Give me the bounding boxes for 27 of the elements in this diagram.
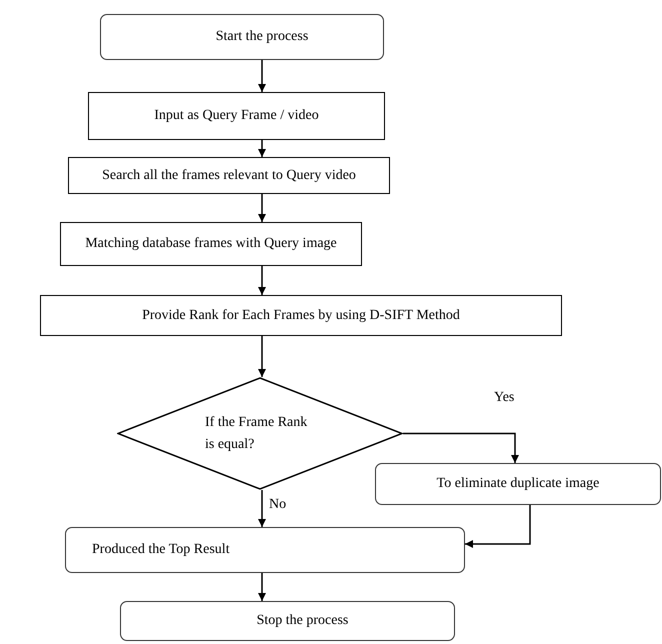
- process-box: [68, 157, 390, 194]
- decision-diamond: [117, 377, 403, 490]
- arrow: [258, 336, 266, 377]
- arrow: [258, 194, 266, 222]
- node-text: Input as Query Frame / video: [154, 108, 319, 124]
- process-box: [88, 92, 385, 140]
- arrow: [258, 266, 266, 295]
- arrow: [258, 140, 266, 157]
- arrow: [465, 505, 531, 548]
- arrow: [258, 60, 266, 92]
- process-box: [40, 295, 562, 336]
- arrow: [403, 432, 519, 463]
- arrow: [258, 573, 266, 601]
- terminal-box: [65, 527, 465, 573]
- node-text: Search all the frames relevant to Query video: [102, 168, 356, 184]
- terminal-box: [375, 463, 661, 505]
- node-text: To eliminate duplicate image: [436, 476, 600, 492]
- arrow: [258, 490, 266, 527]
- terminal-box: [120, 601, 455, 641]
- terminal-box: [100, 14, 384, 60]
- node-text: Produced the Top Result: [92, 542, 230, 558]
- process-box: [60, 222, 362, 266]
- node-text: Provide Rank for Each Frames by using D-SIFT Method: [142, 308, 460, 324]
- node-text: Start the process: [216, 29, 308, 45]
- node-text: Matching database frames with Query image: [85, 236, 337, 252]
- node-text: If the Frame Rank is equal?: [205, 414, 308, 454]
- node-text: Stop the process: [256, 613, 348, 629]
